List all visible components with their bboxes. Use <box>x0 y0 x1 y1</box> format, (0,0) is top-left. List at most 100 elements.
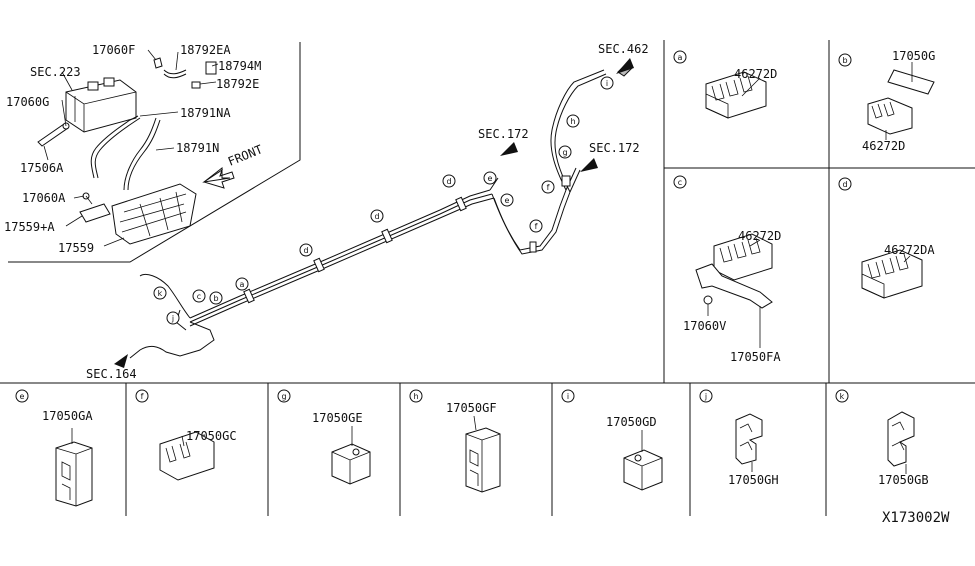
callout-b-route[interactable]: b <box>209 291 223 305</box>
box-e-clip <box>55 428 93 507</box>
section-arrows <box>114 58 634 368</box>
box-header-k[interactable]: k <box>835 389 849 403</box>
arrow-sec-462 <box>616 58 634 74</box>
part-label-17559A[interactable]: 17559+A <box>4 220 55 234</box>
callout-d-route-1[interactable]: d <box>299 243 313 257</box>
svg-text:g: g <box>562 148 567 157</box>
sec-164-label[interactable]: SEC.164 <box>86 367 137 381</box>
svg-text:b: b <box>842 56 847 65</box>
box-a-clip-46272D <box>705 71 767 119</box>
part-label-18794M[interactable]: 18794M <box>218 59 261 73</box>
box-header-h[interactable]: h <box>409 389 423 403</box>
svg-text:i: i <box>606 79 608 88</box>
leader-lines <box>43 49 219 247</box>
box-d-clip-46272DA <box>861 249 923 299</box>
callout-i-route[interactable]: i <box>600 76 614 90</box>
box-j-part-label[interactable]: 17050GH <box>728 473 779 487</box>
arrow-sec-172-b <box>580 158 598 172</box>
svg-text:c: c <box>197 292 201 301</box>
arrow-front <box>202 166 231 183</box>
part-label-17060A[interactable]: 17060A <box>22 191 66 205</box>
sec-172-label-b[interactable]: SEC.172 <box>589 141 640 155</box>
callout-g-route[interactable]: g <box>558 145 572 159</box>
box-header-e[interactable]: e <box>15 389 29 403</box>
svg-text:g: g <box>281 392 286 401</box>
sec-223-label[interactable]: SEC.223 <box>30 65 81 79</box>
svg-text:f: f <box>141 392 144 401</box>
box-e-part-label[interactable]: 17050GA <box>42 409 93 423</box>
svg-text:a: a <box>678 53 683 62</box>
part-label-18791NA[interactable]: 18791NA <box>180 106 231 120</box>
callout-a-route-1[interactable]: a <box>235 277 249 291</box>
part-label-18791N[interactable]: 18791N <box>176 141 219 155</box>
box-g-part-label[interactable]: 17050GE <box>312 411 363 425</box>
box-h-clip <box>465 415 501 493</box>
callout-h-route[interactable]: h <box>566 114 580 128</box>
sec-462-label[interactable]: SEC.462 <box>598 42 649 56</box>
svg-text:f: f <box>547 183 550 192</box>
svg-text:k: k <box>840 392 845 401</box>
callout-d-route-3[interactable]: d <box>442 174 456 188</box>
svg-text:d: d <box>446 177 451 186</box>
svg-text:d: d <box>303 246 308 255</box>
box-b-part-label-2[interactable]: 46272D <box>862 139 905 153</box>
arrow-sec-172-a <box>500 142 518 156</box>
box-d-part-label[interactable]: 46272DA <box>884 243 935 257</box>
svg-text:a: a <box>240 280 245 289</box>
svg-text:i: i <box>567 392 569 401</box>
box-header-i[interactable]: i <box>561 389 575 403</box>
svg-text:h: h <box>570 117 575 126</box>
box-c-clip-bracket <box>695 233 773 348</box>
part-label-17559[interactable]: 17559 <box>58 241 94 255</box>
callout-e-route-2[interactable]: e <box>500 193 514 207</box>
canister-inset <box>37 57 217 245</box>
box-c-part-label-2[interactable]: 17060V <box>683 319 726 333</box>
box-i-part-label[interactable]: 17050GD <box>606 415 657 429</box>
box-f-clip <box>159 431 215 481</box>
box-header-c[interactable]: c <box>673 175 687 189</box>
box-header-d[interactable]: d <box>838 177 852 191</box>
box-a-part-label[interactable]: 46272D <box>734 67 777 81</box>
callout-j-route[interactable]: j <box>166 311 180 325</box>
box-g-clip <box>331 426 371 485</box>
svg-text:j: j <box>704 392 707 401</box>
callout-e-route-1[interactable]: e <box>483 171 497 185</box>
box-k-clip <box>887 411 915 474</box>
arrow-sec-164 <box>114 354 128 368</box>
box-c-part-label-3[interactable]: 17050FA <box>730 350 781 364</box>
part-label-18792E[interactable]: 18792E <box>216 77 259 91</box>
svg-text:e: e <box>505 196 510 205</box>
box-f-part-label[interactable]: 17050GC <box>186 429 237 443</box>
svg-text:d: d <box>374 212 379 221</box>
svg-text:k: k <box>158 289 163 298</box>
front-label: FRONT <box>226 142 265 169</box>
svg-text:e: e <box>20 392 25 401</box>
callout-f-route-2[interactable]: f <box>541 180 555 194</box>
box-i-clip <box>623 430 663 491</box>
box-header-j[interactable]: j <box>699 389 713 403</box>
callout-f-route-1[interactable]: f <box>529 219 543 233</box>
callout-c-route[interactable]: c <box>192 289 206 303</box>
box-header-g[interactable]: g <box>277 389 291 403</box>
part-label-17060G[interactable]: 17060G <box>6 95 49 109</box>
part-label-17506A[interactable]: 17506A <box>20 161 64 175</box>
box-j-clip <box>735 413 763 472</box>
callout-k-route[interactable]: k <box>153 286 167 300</box>
box-header-f[interactable]: f <box>135 389 149 403</box>
fuel-lines <box>129 69 607 359</box>
part-label-17060F[interactable]: 17060F <box>92 43 135 57</box>
part-label-18792EA[interactable]: 18792EA <box>180 43 231 57</box>
sec-172-label-a[interactable]: SEC.172 <box>478 127 529 141</box>
frame-lines <box>0 40 975 516</box>
box-header-a[interactable]: a <box>673 50 687 64</box>
callout-d-route-2[interactable]: d <box>370 209 384 223</box>
box-h-part-label[interactable]: 17050GF <box>446 401 497 415</box>
box-c-part-label-1[interactable]: 46272D <box>738 229 781 243</box>
box-k-part-label[interactable]: 17050GB <box>878 473 929 487</box>
box-header-b[interactable]: b <box>838 53 852 67</box>
box-b-part-label-1[interactable]: 17050G <box>892 49 935 63</box>
box-b-clip <box>867 62 935 140</box>
svg-text:d: d <box>842 180 847 189</box>
diagram-id: X173002W <box>882 510 950 526</box>
